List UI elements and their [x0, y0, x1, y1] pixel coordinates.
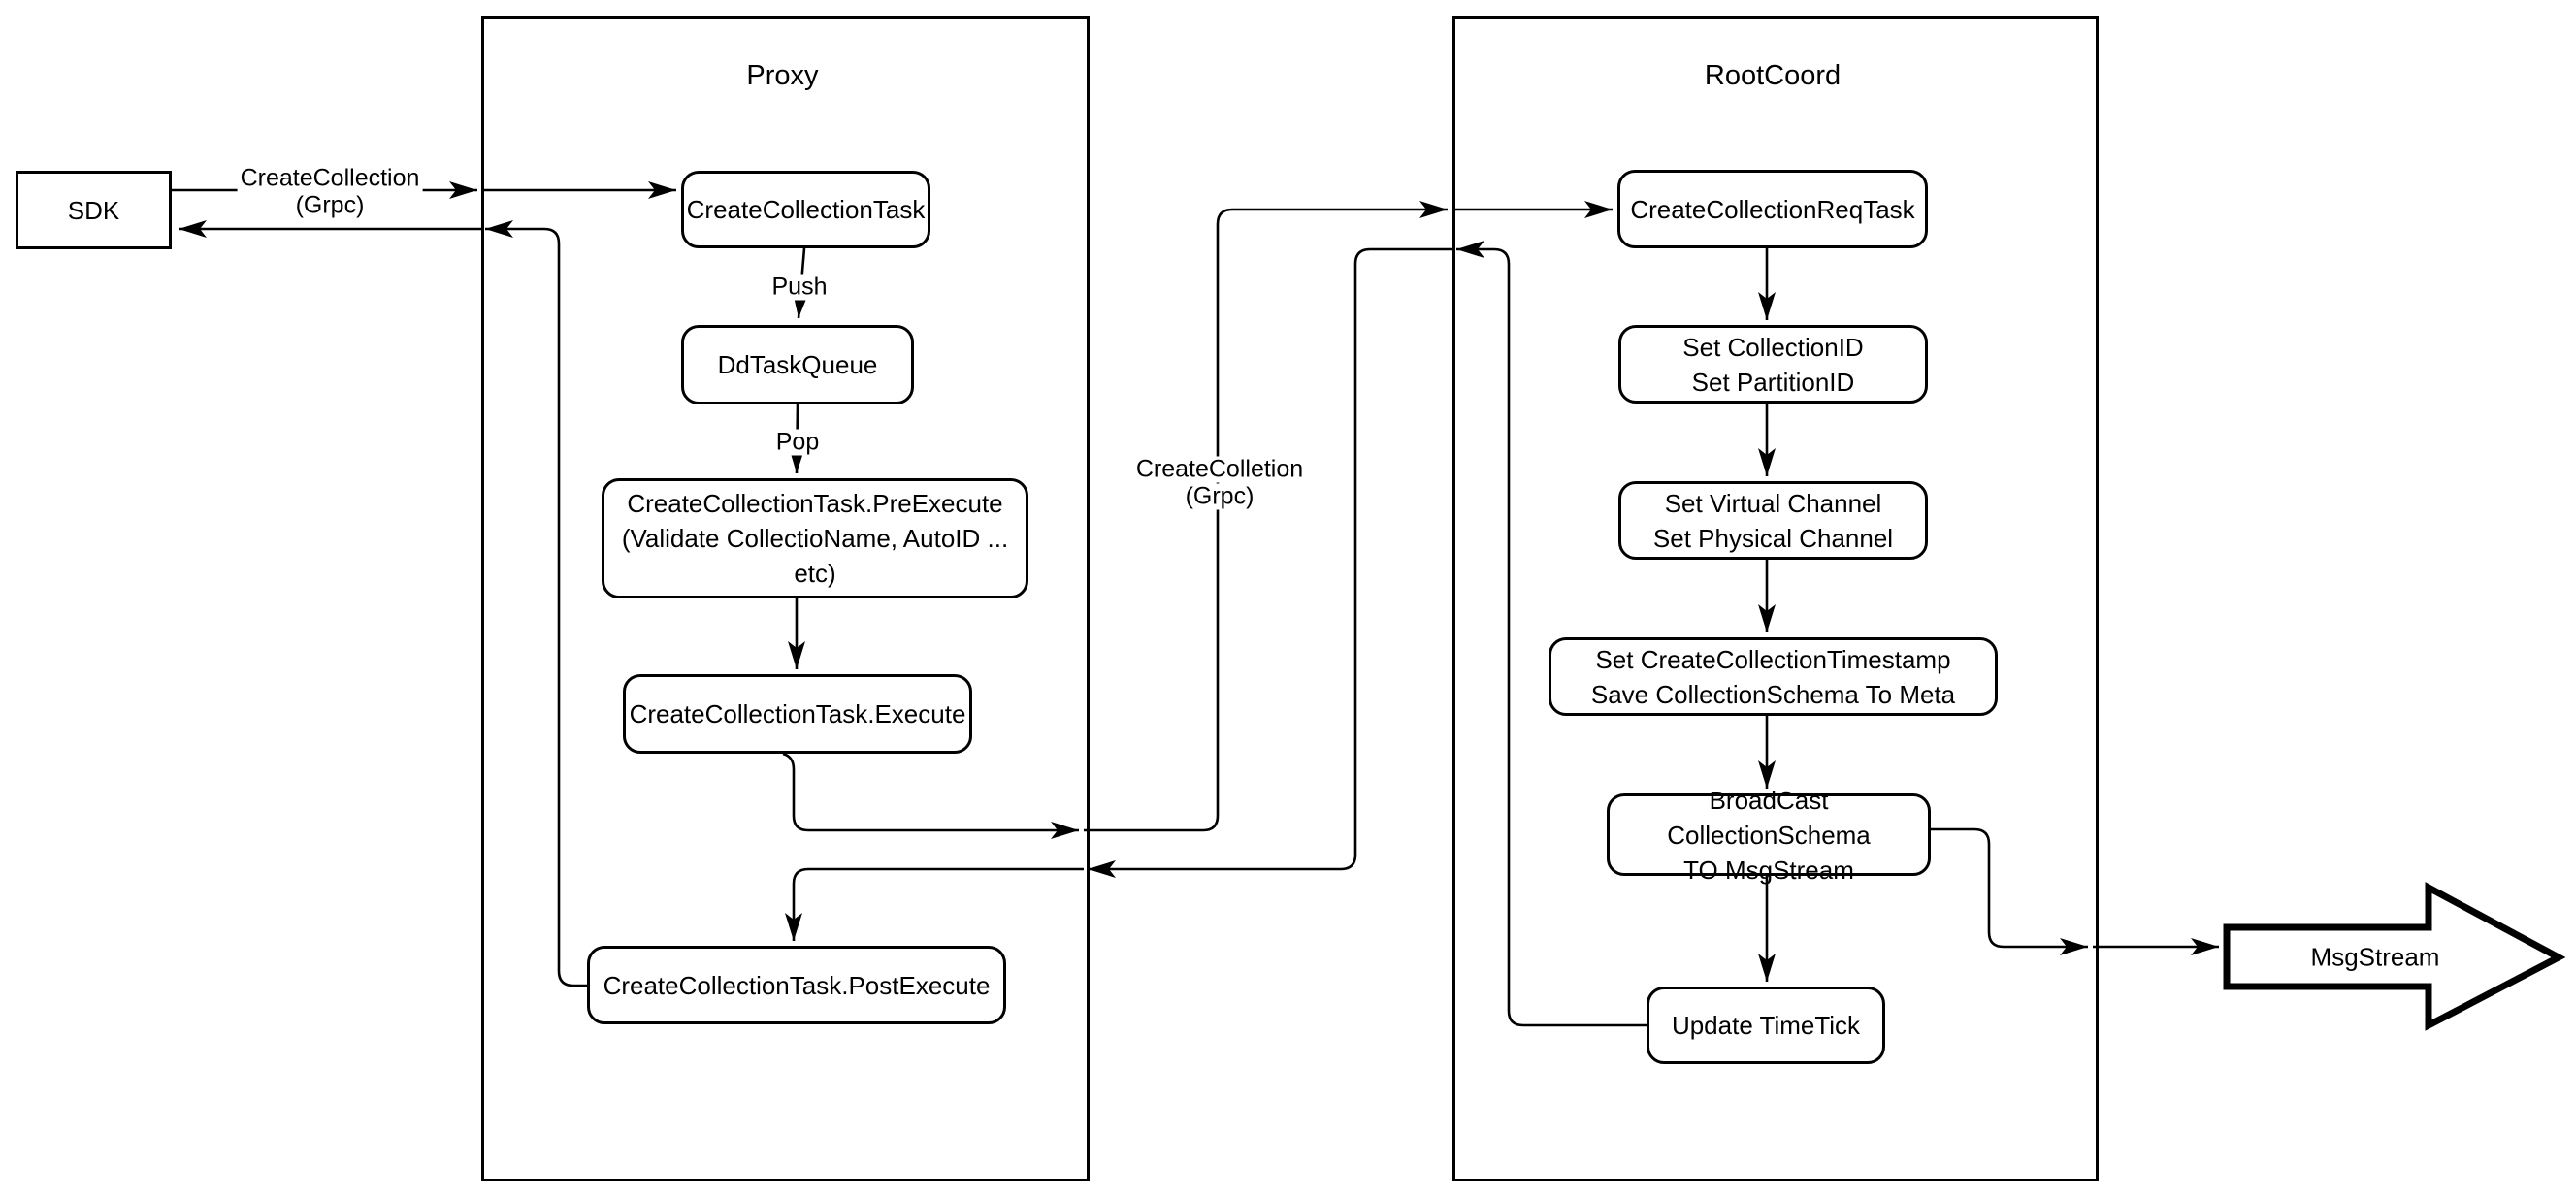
node-set-channels-line1: Set Virtual Channel	[1664, 488, 1882, 518]
edge-label-sdk-grpc-line2: (Grpc)	[292, 192, 368, 219]
edge-label-proxy-grpc-line1: CreateColletion	[1132, 456, 1307, 483]
node-pre-execute: CreateCollectionTask.PreExecute (Validat…	[602, 478, 1028, 598]
node-create-collection-task-label: CreateCollectionTask	[686, 195, 926, 224]
msgstream-block-arrow	[2223, 882, 2566, 1031]
edge-proxyedge-to-rootcoordedge	[1084, 201, 1448, 832]
node-execute-label: CreateCollectionTask.Execute	[629, 699, 966, 728]
node-set-ids: Set CollectionID Set PartitionID	[1618, 325, 1928, 404]
msgstream-label: MsgStream	[2310, 942, 2440, 972]
node-pre-execute-line1: CreateCollectionTask.PreExecute	[627, 489, 1003, 518]
node-post-execute: CreateCollectionTask.PostExecute	[587, 946, 1006, 1024]
node-sdk-label: SDK	[67, 195, 120, 225]
edge-broadcast-to-rootcoordedge	[1931, 827, 2088, 955]
node-set-timestamp-line2: Save CollectionSchema To Meta	[1590, 679, 1956, 709]
edge-rootcoordedge-to-proxyedge	[1088, 247, 1452, 878]
node-broadcast-line2: TO MsgStream	[1683, 855, 1854, 885]
node-set-timestamp: Set CreateCollectionTimestamp Save Colle…	[1549, 637, 1998, 716]
node-update-timetick-label: Update TimeTick	[1671, 1011, 1861, 1040]
node-set-timestamp-line1: Set CreateCollectionTimestamp	[1595, 644, 1951, 674]
proxy-container	[481, 16, 1090, 1181]
edge-proxyedge-to-postexecute	[785, 867, 1084, 941]
node-broadcast-line1: BroadCast CollectionSchema	[1667, 785, 1871, 850]
node-broadcast: BroadCast CollectionSchema TO MsgStream	[1607, 786, 1931, 885]
node-update-timetick: Update TimeTick	[1647, 987, 1885, 1064]
edge-label-sdk-grpc-line1: CreateCollection	[237, 165, 423, 192]
rootcoord-title: RootCoord	[1704, 60, 1842, 91]
node-set-ids-line1: Set CollectionID	[1682, 332, 1864, 362]
edge-execute-to-proxyedge	[782, 752, 1079, 839]
edge-label-pop: Pop	[772, 429, 823, 456]
edge-updatetimetick-to-rootcoordedge	[1456, 241, 1647, 1027]
node-pre-execute-line2: (Validate CollectioName, AutoID ... etc)	[621, 524, 1009, 588]
node-set-channels: Set Virtual Channel Set Physical Channel	[1618, 481, 1928, 560]
proxy-title: Proxy	[746, 60, 819, 91]
node-create-collection-req-task: CreateCollectionReqTask	[1617, 170, 1928, 248]
node-create-collection-req-task-label: CreateCollectionReqTask	[1630, 194, 1915, 224]
node-dd-task-queue-label: DdTaskQueue	[717, 350, 878, 379]
node-dd-task-queue: DdTaskQueue	[681, 325, 914, 404]
node-execute: CreateCollectionTask.Execute	[623, 674, 972, 754]
edge-label-push: Push	[768, 274, 831, 301]
node-sdk: SDK	[16, 171, 172, 249]
node-create-collection-task: CreateCollectionTask	[681, 171, 930, 248]
edge-postexecute-to-proxyedge	[485, 220, 587, 987]
node-set-channels-line2: Set Physical Channel	[1652, 523, 1894, 553]
rootcoord-container	[1452, 16, 2099, 1181]
node-set-ids-line2: Set PartitionID	[1691, 367, 1855, 397]
edge-label-proxy-grpc-line2: (Grpc)	[1182, 483, 1257, 510]
node-post-execute-label: CreateCollectionTask.PostExecute	[603, 970, 991, 1000]
